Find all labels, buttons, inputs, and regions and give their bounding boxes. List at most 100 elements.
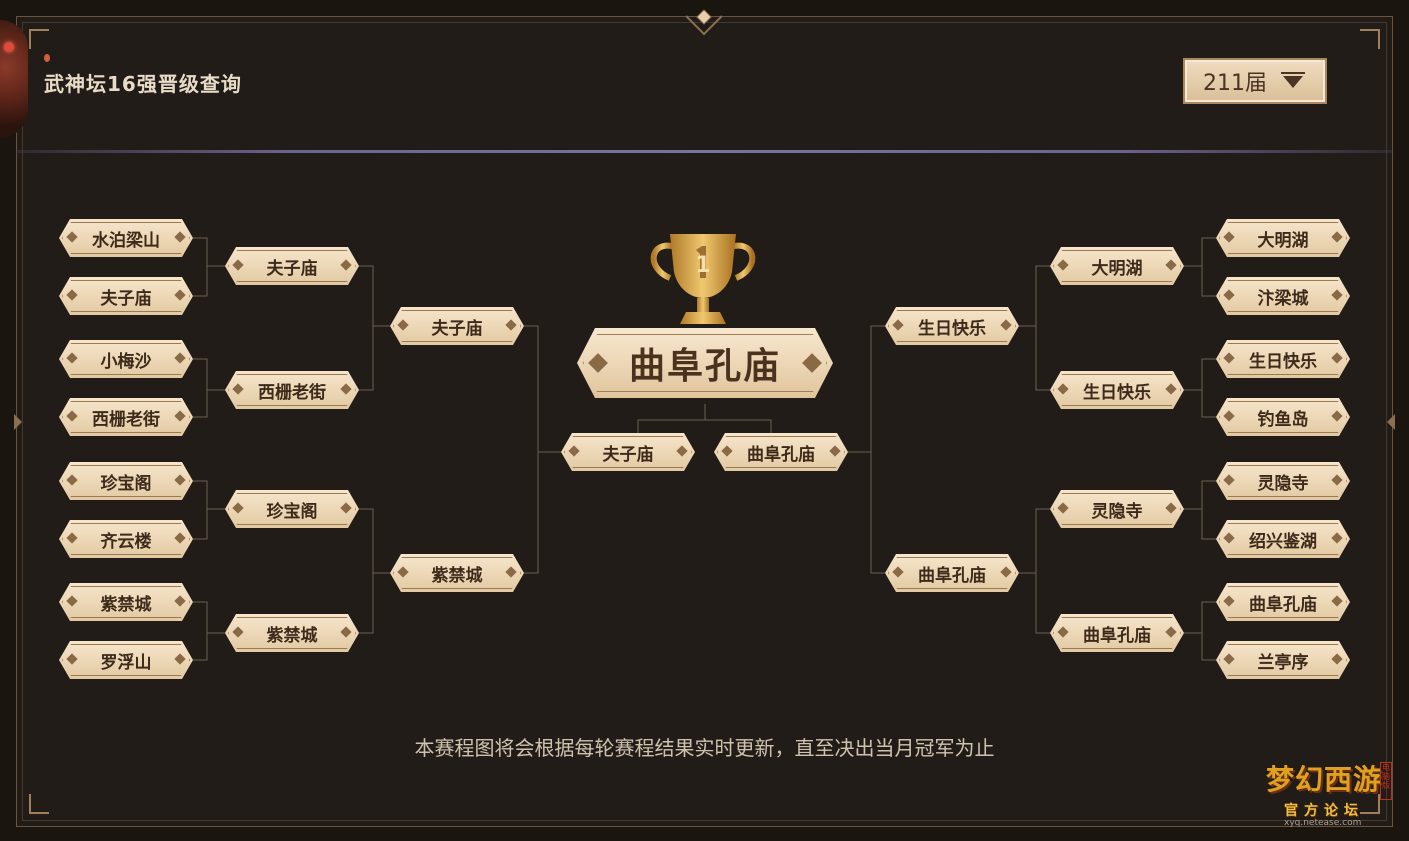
diamond-icon	[1165, 626, 1176, 637]
team-name: 西栅老街	[258, 382, 326, 403]
team-name: 曲阜孔庙	[918, 565, 986, 586]
team-name: 大明湖	[1257, 230, 1309, 251]
diamond-icon	[1057, 383, 1068, 394]
diamond-icon	[1331, 532, 1342, 543]
diamond-icon	[1223, 532, 1234, 543]
diamond-icon	[397, 566, 408, 577]
team-plate-right-r1[interactable]: 生日快乐	[1216, 340, 1350, 378]
team-plate-left-r2[interactable]: 夫子庙	[225, 247, 359, 285]
team-plate-left-r1[interactable]: 夫子庙	[59, 277, 193, 315]
team-name: 曲阜孔庙	[1249, 594, 1317, 615]
team-name: 灵隐寺	[1257, 473, 1309, 494]
diamond-icon	[1331, 653, 1342, 664]
team-plate-right-r1[interactable]: 大明湖	[1216, 219, 1350, 257]
diamond-icon	[1000, 566, 1011, 577]
team-plate-right-r3[interactable]: 生日快乐	[885, 307, 1019, 345]
diamond-icon	[174, 289, 185, 300]
team-plate-right-r1[interactable]: 汴梁城	[1216, 277, 1350, 315]
diamond-icon	[1057, 502, 1068, 513]
diamond-icon	[174, 595, 185, 606]
team-name: 西栅老街	[92, 409, 160, 430]
team-plate-left-r2[interactable]: 珍宝阁	[225, 490, 359, 528]
diamond-icon	[505, 319, 516, 330]
team-name: 珍宝阁	[266, 501, 318, 522]
diamond-icon	[66, 653, 77, 664]
diamond-icon	[1223, 595, 1234, 606]
diamond-icon	[1165, 259, 1176, 270]
team-plate-left-r1[interactable]: 齐云楼	[59, 520, 193, 558]
champion-name: 曲阜孔庙	[628, 346, 781, 387]
team-plate-left-r1[interactable]: 珍宝阁	[59, 462, 193, 500]
team-plate-right-r2[interactable]: 大明湖	[1050, 247, 1184, 285]
watermark-badge: 电脑版	[1380, 762, 1392, 800]
team-plate-right-r1[interactable]: 灵隐寺	[1216, 462, 1350, 500]
team-plate-right-r2[interactable]: 曲阜孔庙	[1050, 614, 1184, 652]
diamond-icon	[174, 653, 185, 664]
team-plate-final-left[interactable]: 夫子庙	[561, 433, 695, 471]
diamond-icon	[66, 532, 77, 543]
diamond-icon	[1331, 595, 1342, 606]
diamond-icon	[676, 445, 687, 456]
diamond-icon	[892, 566, 903, 577]
left-arrow-icon	[14, 414, 22, 430]
team-plate-right-r1[interactable]: 曲阜孔庙	[1216, 583, 1350, 621]
team-plate-left-r1[interactable]: 小梅沙	[59, 340, 193, 378]
team-plate-right-r1[interactable]: 兰亭序	[1216, 641, 1350, 679]
team-plate-left-r1[interactable]: 西栅老街	[59, 398, 193, 436]
team-plate-right-r2[interactable]: 生日快乐	[1050, 371, 1184, 409]
corner-ornament	[1360, 29, 1380, 49]
diamond-icon	[397, 319, 408, 330]
team-name: 灵隐寺	[1091, 501, 1143, 522]
team-plate-final-right[interactable]: 曲阜孔庙	[714, 433, 848, 471]
team-plate-right-r1[interactable]: 绍兴鉴湖	[1216, 520, 1350, 558]
diamond-icon	[340, 502, 351, 513]
team-name: 生日快乐	[1249, 351, 1317, 372]
diamond-icon	[340, 259, 351, 270]
diamond-icon	[1331, 289, 1342, 300]
diamond-icon	[1165, 383, 1176, 394]
team-plate-left-r3[interactable]: 紫禁城	[390, 554, 524, 592]
team-plate-right-r1[interactable]: 钓鱼岛	[1216, 398, 1350, 436]
diamond-icon	[66, 595, 77, 606]
flame-icon	[44, 54, 50, 62]
season-select-dropdown[interactable]: 211届	[1183, 58, 1327, 104]
team-name: 水泊梁山	[92, 230, 160, 251]
season-select-value: 211届	[1203, 71, 1267, 96]
team-plate-left-r2[interactable]: 紫禁城	[225, 614, 359, 652]
diamond-icon	[340, 383, 351, 394]
team-name: 夫子庙	[602, 444, 654, 465]
team-plate-right-r2[interactable]: 灵隐寺	[1050, 490, 1184, 528]
team-name: 珍宝阁	[100, 473, 152, 494]
diamond-icon	[232, 502, 243, 513]
trophy-rank-label: 1	[695, 253, 710, 278]
team-name: 夫子庙	[431, 318, 483, 339]
page-title: 武神坛16强晋级查询	[44, 72, 242, 96]
watermark-subtitle: 官方论坛	[1284, 803, 1364, 819]
diamond-icon	[66, 410, 77, 421]
diamond-icon	[829, 445, 840, 456]
diamond-icon	[1331, 410, 1342, 421]
team-plate-left-r1[interactable]: 紫禁城	[59, 583, 193, 621]
chevron-down-icon	[1283, 76, 1303, 88]
team-plate-left-r1[interactable]: 罗浮山	[59, 641, 193, 679]
team-name: 夫子庙	[100, 288, 152, 309]
diamond-icon	[174, 352, 185, 363]
diamond-icon	[1000, 319, 1011, 330]
team-plate-left-r3[interactable]: 夫子庙	[390, 307, 524, 345]
diamond-icon	[1331, 352, 1342, 363]
team-plate-left-r2[interactable]: 西栅老街	[225, 371, 359, 409]
diamond-icon	[1223, 231, 1234, 242]
mascot-decoration	[0, 20, 28, 138]
diamond-icon	[174, 231, 185, 242]
team-plate-right-r3[interactable]: 曲阜孔庙	[885, 554, 1019, 592]
corner-ornament	[29, 29, 49, 49]
champion-plate-border	[583, 334, 827, 392]
diamond-icon	[66, 352, 77, 363]
dropdown-arrow-bar	[1281, 72, 1305, 74]
champion-plate[interactable]: 曲阜孔庙	[577, 328, 833, 398]
team-name: 生日快乐	[918, 318, 986, 339]
team-name: 大明湖	[1091, 258, 1143, 279]
team-name: 曲阜孔庙	[747, 444, 815, 465]
header-divider	[16, 150, 1393, 153]
team-plate-left-r1[interactable]: 水泊梁山	[59, 219, 193, 257]
